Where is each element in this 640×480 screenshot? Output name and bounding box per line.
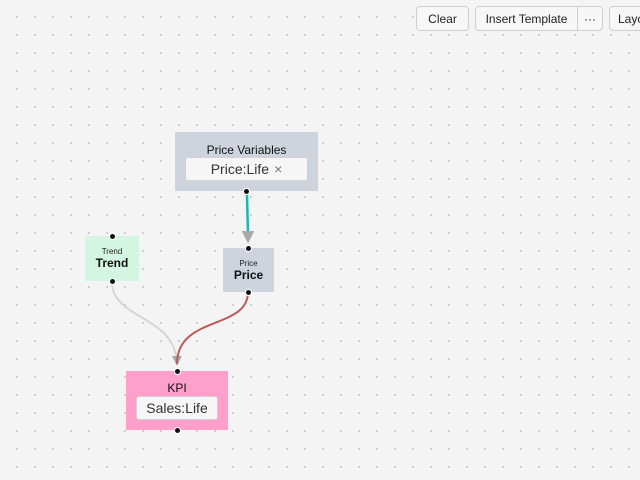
layout-button[interactable]: Layout (609, 6, 640, 31)
price-node-label: Price (233, 268, 264, 282)
chip-remove-icon[interactable]: × (274, 161, 283, 177)
input-port[interactable] (109, 233, 116, 240)
sales-life-chip-label: Sales:Life (146, 400, 208, 416)
sales-life-chip[interactable]: Sales:Life (136, 396, 218, 420)
price-variables-node[interactable]: Price Variables Price:Life × (175, 132, 318, 195)
trend-node-label: Trend (95, 256, 129, 270)
output-port[interactable] (243, 188, 250, 195)
output-port[interactable] (245, 289, 252, 296)
price-node[interactable]: Price Price (223, 245, 274, 296)
edge-price-to-kpi[interactable] (176, 291, 249, 365)
edge-trend-to-kpi[interactable] (111, 281, 182, 366)
more-options-button[interactable]: ··· (577, 6, 603, 31)
insert-template-button[interactable]: Insert Template (475, 6, 578, 31)
kpi-node[interactable]: KPI Sales:Life (126, 368, 228, 434)
price-node-type-label: Price (239, 259, 258, 268)
price-variables-title: Price Variables (206, 143, 287, 157)
input-port[interactable] (174, 368, 181, 375)
trend-node[interactable]: Trend Trend (85, 233, 139, 285)
output-port[interactable] (174, 427, 181, 434)
output-port[interactable] (109, 278, 116, 285)
edge-price-variables-to-price[interactable] (241, 191, 255, 244)
price-life-chip-label: Price:Life (210, 161, 270, 177)
input-port[interactable] (245, 245, 252, 252)
trend-node-type-label: Trend (101, 247, 123, 256)
price-life-chip[interactable]: Price:Life × (185, 157, 308, 181)
clear-button[interactable]: Clear (416, 6, 469, 31)
kpi-title: KPI (167, 381, 187, 395)
